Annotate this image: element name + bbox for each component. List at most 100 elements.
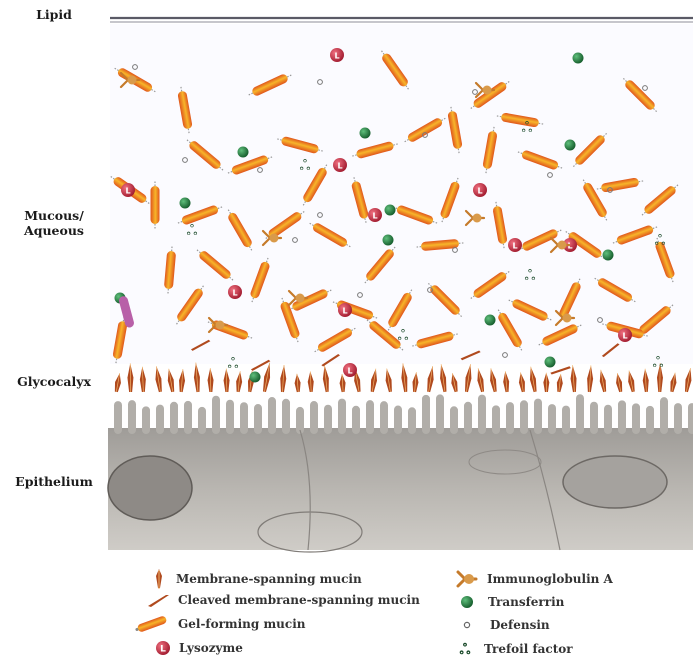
microvillus [450,406,458,434]
transferrin-marker [545,357,556,368]
transferrin-marker [565,140,576,151]
lysozyme-marker-letter: L [337,162,342,171]
microvillus [212,396,220,434]
microvillus [548,404,556,434]
microvillus [198,407,206,434]
trefoil-marker: ஃ [187,223,198,239]
membrane-spanning-mucin [586,365,594,392]
membrane-spanning-mucin [570,365,578,392]
microvillus [604,405,612,434]
lysozyme-marker-letter: L [342,307,347,316]
membrane-spanning-mucin [322,365,331,392]
trefoil-icon: ஃ [456,640,474,658]
membrane-spanning-mucin [139,367,146,392]
membrane-spanning-mucin [475,368,485,393]
membrane-spanning-mucin [626,370,636,392]
lysozyme-marker-letter: L [347,367,352,376]
membrane-spanning-mucin [178,369,186,392]
trefoil-marker: ஃ [300,158,311,174]
microvillus [128,400,136,434]
membrane-spanning-mucin [669,372,678,392]
membrane-spanning-mucin [528,366,538,392]
lysozyme-marker-letter: L [372,212,377,221]
microvillus [254,404,262,434]
legend-label: Transferrin [488,595,564,609]
membrane-spanning-mucin [235,371,243,392]
epithelium-layer [108,394,693,552]
microvillus [660,397,668,434]
trefoil-marker: ஃ [398,328,409,344]
membrane-spanning-mucin [683,368,693,393]
membrane-spanning-mucin [307,371,314,392]
trefoil-glyph: ஃ [460,642,471,658]
cleaved-mucin-icon [146,592,170,608]
microvillus [282,399,290,434]
membrane-spanning-mucin [426,366,436,393]
microvillus [646,406,654,434]
legend-transferrin: Transferrin [460,595,564,609]
microvillus [170,402,178,434]
legend-trefoil: ஃ Trefoil factor [456,640,573,658]
membrane-spanning-mucin [166,368,176,392]
legend-cleaved-mucin: Cleaved membrane-spanning mucin [146,592,420,608]
microvillus [590,402,598,434]
transferrin-marker [573,53,584,64]
membrane-spanning-mucin [279,365,287,392]
microvillus [576,394,584,434]
legend-iga: Immunoglobulin A [455,568,613,590]
lysozyme-letter: L [160,645,166,655]
membrane-spanning-mucin [556,374,564,393]
membrane-spanning-mucin [193,362,201,392]
membrane-spanning-mucin [369,368,379,392]
membrane-spanning-mucin [384,368,394,392]
legend-label: Membrane-spanning mucin [176,572,362,586]
membrane-spanning-mucin [294,374,301,393]
microvillus [156,405,164,434]
trefoil-marker: ஃ [228,356,239,372]
membrane-spanning-mucin [502,371,510,392]
microvillus [618,400,626,434]
defensin-icon [462,620,472,630]
legend-label: Defensin [490,618,550,632]
microvillus [324,405,332,434]
microvillus [436,394,444,434]
membrane-spanning-mucin [518,372,527,392]
microvillus [632,403,640,434]
microvillus [464,402,472,434]
microvillus [520,400,528,434]
microvillus [240,402,248,434]
microvillus [422,395,430,434]
membrane-spanning-mucin [153,366,163,392]
membrane-spanning-mucin [412,372,420,392]
microvillus [142,406,150,434]
microvillus [226,400,234,434]
membrane-spanning-mucin [449,373,459,393]
microvillus [296,407,304,434]
membrane-spanning-mucin [339,374,346,392]
lysozyme-marker-letter: L [622,332,627,341]
transferrin-marker [485,315,496,326]
trefoil-marker: ஃ [655,233,666,249]
membrane-spanning-mucin [207,368,214,392]
microvillus [534,399,542,434]
membrane-spanning-mucin [488,368,498,393]
transferrin-marker [603,250,614,261]
membrane-spanning-mucin [223,369,230,393]
transferrin-marker [238,147,249,158]
legend-defensin: Defensin [462,618,550,632]
microvillus [268,397,276,434]
membrane-spanning-mucin [262,362,273,392]
membrane-mucin-icon [150,568,168,590]
legend-gel-mucin: Gel-forming mucin [134,614,305,634]
transferrin-marker [360,128,371,139]
gel-mucin-icon [134,614,170,634]
membrane-spanning-mucin [127,363,133,392]
legend-label: Gel-forming mucin [178,617,305,631]
membrane-spanning-mucin [543,373,549,392]
microvillus [408,407,416,434]
lysozyme-marker-letter: L [477,187,482,196]
microvillus [674,403,682,434]
microvillus [478,395,486,434]
microvillus [562,406,570,434]
iga-icon [455,568,479,590]
